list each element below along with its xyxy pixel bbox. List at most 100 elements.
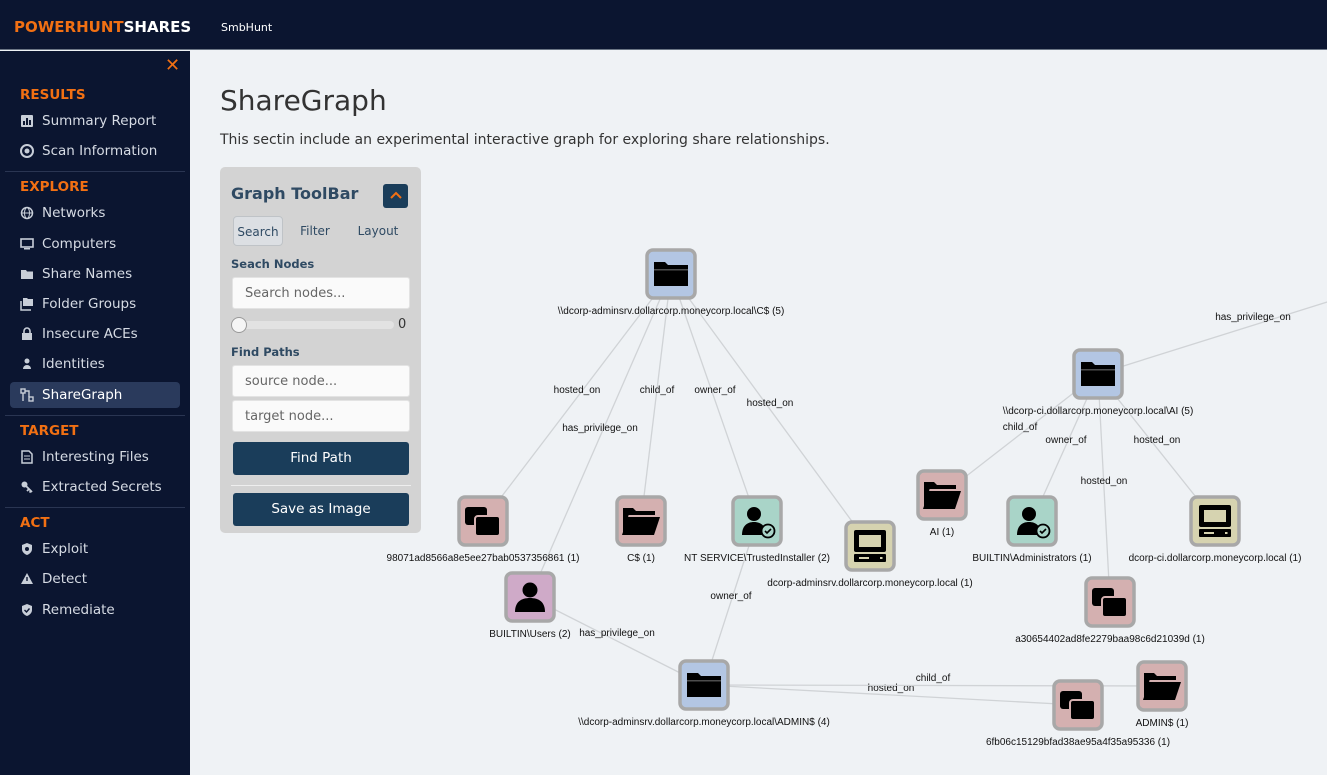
edge-label: owner_of xyxy=(710,591,751,602)
sidebar-item-exploit[interactable]: Exploit xyxy=(10,536,180,562)
shield-bolt-icon xyxy=(20,542,34,556)
globe-icon xyxy=(20,206,34,220)
user-icon xyxy=(20,357,34,371)
sidebar-item-label: Remediate xyxy=(42,601,115,618)
computer-icon xyxy=(854,530,886,562)
edge-label: hosted_on xyxy=(747,398,794,409)
node-label: NT SERVICE\TrustedInstaller (2) xyxy=(684,553,830,564)
toolbar-title: Graph ToolBar xyxy=(231,184,359,203)
graph-edge[interactable] xyxy=(703,684,1079,706)
section-act: ACT xyxy=(20,515,50,532)
tab-layout[interactable]: Layout xyxy=(357,224,399,238)
sidebar-item-label: Folder Groups xyxy=(42,296,137,312)
nav-link-smbhunt[interactable]: SmbHunt xyxy=(221,21,273,34)
graph-node[interactable]: \\dcorp-adminsrv.dollarcorp.moneycorp.lo… xyxy=(558,248,785,317)
sidebar-item-sharegraph[interactable]: ShareGraph xyxy=(10,381,180,408)
sidebar-item-computers[interactable]: Computers xyxy=(10,231,180,257)
sidebar-item-label: Detect xyxy=(42,571,88,588)
section-explore: EXPLORE xyxy=(20,179,89,196)
search-nodes-label: Seach Nodes xyxy=(231,257,315,271)
graph-edge[interactable] xyxy=(482,273,672,522)
graph-node[interactable]: BUILTIN\Users (2) xyxy=(489,571,571,640)
close-sidebar-icon[interactable]: ✕ xyxy=(165,55,181,76)
tab-filter[interactable]: Filter xyxy=(300,224,330,238)
node-label: \\dcorp-ci.dollarcorp.moneycorp.local\AI… xyxy=(1003,406,1194,417)
graph-edge[interactable] xyxy=(529,596,705,686)
sidebar-item-share-names[interactable]: Share Names xyxy=(10,261,180,287)
sidebar-item-interesting-files[interactable]: Interesting Files xyxy=(10,444,180,470)
graph-node[interactable]: C$ (1) xyxy=(615,495,667,564)
graph-edge[interactable] xyxy=(1097,373,1111,603)
search-nodes-input[interactable]: Search nodes... xyxy=(232,277,410,309)
source-node-input[interactable]: source node... xyxy=(232,365,410,397)
sidebar-item-summary-report[interactable]: Summary Report xyxy=(10,108,180,134)
collapse-toolbar-button[interactable] xyxy=(383,184,408,208)
file-icon xyxy=(20,450,34,464)
graph-node[interactable]: \\dcorp-adminsrv.dollarcorp.moneycorp.lo… xyxy=(578,659,830,728)
sidebar-item-label: Computers xyxy=(42,235,117,252)
key-icon xyxy=(20,480,34,494)
sidebar-item-detect[interactable]: Detect xyxy=(10,566,180,592)
folder-open-icon xyxy=(622,508,660,535)
graph-node[interactable]: dcorp-ci.dollarcorp.moneycorp.local (1) xyxy=(1129,495,1302,564)
alert-icon xyxy=(20,572,34,586)
graph-node[interactable]: ADMIN$ (1) xyxy=(1136,660,1189,729)
lock-icon xyxy=(20,327,34,341)
save-image-button[interactable]: Save as Image xyxy=(233,493,409,526)
computer-icon xyxy=(1199,505,1231,537)
folder-open-icon xyxy=(923,482,961,509)
graph-node[interactable]: BUILTIN\Administrators (1) xyxy=(972,495,1092,564)
file-group-icon xyxy=(1092,588,1128,618)
shield-check-icon xyxy=(20,603,34,617)
graph-edge[interactable] xyxy=(941,373,1099,496)
share-folder-icon xyxy=(654,262,688,286)
share-folder-icon xyxy=(687,673,721,697)
node-label: \\dcorp-adminsrv.dollarcorp.moneycorp.lo… xyxy=(578,717,830,728)
slider-handle[interactable] xyxy=(231,317,247,333)
edge-label: hosted_on xyxy=(1081,476,1128,487)
graph-edge[interactable] xyxy=(529,273,672,598)
edge-label: child_of xyxy=(916,673,951,684)
sidebar-item-label: Summary Report xyxy=(42,113,157,129)
graph-edge[interactable] xyxy=(670,273,758,522)
folder-open-icon xyxy=(1143,673,1181,700)
sidebar-item-extracted-secrets[interactable]: Extracted Secrets xyxy=(10,474,180,500)
user-check-icon xyxy=(742,507,776,539)
sidebar-item-folder-groups[interactable]: Folder Groups xyxy=(10,291,180,317)
graph-edge[interactable] xyxy=(703,520,758,686)
brand-logo[interactable]: POWERHUNTSHARES xyxy=(14,18,192,36)
graph-node[interactable]: a30654402ad8fe2279baa98c6d21039d (1) xyxy=(1015,576,1205,645)
sidebar-item-identities[interactable]: Identities xyxy=(10,351,180,377)
graph-edge[interactable] xyxy=(640,273,672,522)
sidebar-item-label: Exploit xyxy=(42,541,89,558)
node-label: AI (1) xyxy=(930,527,954,538)
find-path-button[interactable]: Find Path xyxy=(233,442,409,475)
sidebar-item-networks[interactable]: Networks xyxy=(10,200,180,226)
tab-search[interactable]: Search xyxy=(233,216,283,246)
sidebar-item-remediate[interactable]: Remediate xyxy=(10,597,180,623)
graph-toolbar: Graph ToolBar Search Filter Layout Seach… xyxy=(220,167,421,533)
sidebar-divider xyxy=(5,171,185,173)
sidebar-divider xyxy=(5,414,185,416)
graph-edge[interactable] xyxy=(1097,298,1327,375)
graph-node[interactable]: 98071ad8566a8e5ee27bab0537356861 (1) xyxy=(387,495,580,564)
find-paths-label: Find Paths xyxy=(231,345,300,359)
sidebar-item-label: Insecure ACEs xyxy=(42,326,138,343)
sidebar-item-insecure-aces[interactable]: Insecure ACEs xyxy=(10,321,180,347)
graph-edge[interactable] xyxy=(670,273,871,547)
graph-node[interactable]: 6fb06c15129bfad38ae95a4f35a95336 (1) xyxy=(986,679,1170,748)
graph-node[interactable]: \\dcorp-ci.dollarcorp.moneycorp.local\AI… xyxy=(1003,348,1194,417)
node-label: \\dcorp-adminsrv.dollarcorp.moneycorp.lo… xyxy=(558,306,785,317)
graph-node[interactable]: NT SERVICE\TrustedInstaller (2) xyxy=(684,495,830,564)
edge-label: child_of xyxy=(1003,422,1038,433)
radar-icon xyxy=(20,144,34,159)
graph-node[interactable]: AI (1) xyxy=(916,469,968,538)
node-label: 98071ad8566a8e5ee27bab0537356861 (1) xyxy=(387,553,580,564)
sidebar-item-scan-information[interactable]: Scan Information xyxy=(10,138,180,164)
node-label: BUILTIN\Users (2) xyxy=(489,629,571,640)
graph-node[interactable]: dcorp-adminsrv.dollarcorp.moneycorp.loca… xyxy=(767,520,973,589)
node-label: ADMIN$ (1) xyxy=(1136,718,1189,729)
depth-slider[interactable] xyxy=(231,317,394,333)
target-node-input[interactable]: target node... xyxy=(232,400,410,432)
